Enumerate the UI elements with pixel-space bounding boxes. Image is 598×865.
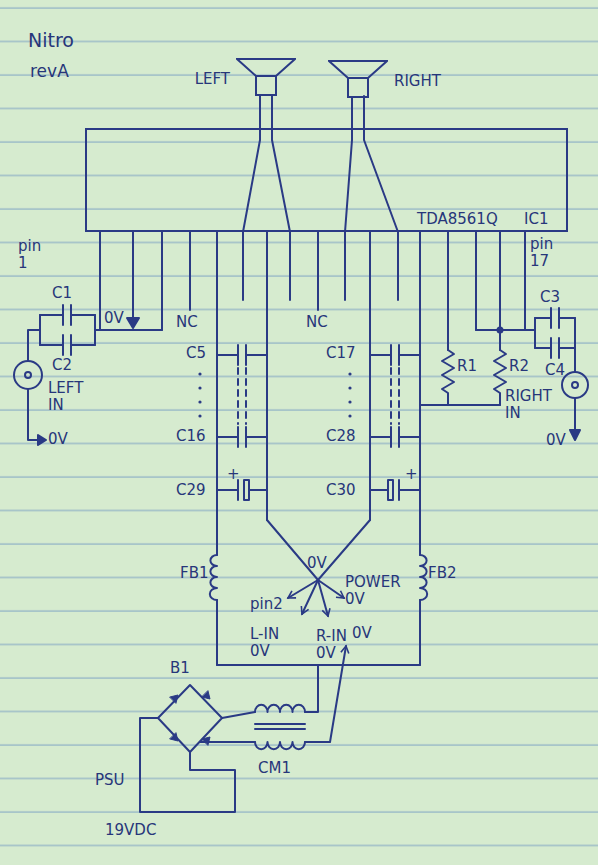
- wire: [217, 665, 420, 712]
- callout-number: C28: [326, 428, 356, 445]
- star-arrow: [302, 580, 318, 614]
- wire: [535, 318, 575, 432]
- pin-join: [95, 329, 162, 331]
- ferrite-bead: [210, 555, 217, 600]
- callout-number: C16: [176, 428, 206, 445]
- capacitor-symbol: [217, 427, 267, 447]
- choke-coil: [255, 742, 305, 749]
- power-label: PSU: [95, 772, 125, 789]
- callout-number: B1: [170, 660, 190, 677]
- speaker-wire: [243, 96, 290, 300]
- speaker-wire: [351, 98, 353, 128]
- capacitor-symbol: [217, 480, 267, 500]
- pin-label: pin2: [250, 596, 283, 613]
- ic-pins: [100, 232, 525, 665]
- callout-number: R1: [457, 358, 477, 375]
- capacitor-symbol: [370, 345, 420, 365]
- callout-number: R2: [509, 358, 529, 375]
- ground-arrow: [38, 435, 46, 445]
- input-jack: [562, 372, 588, 398]
- capacitor-symbol: [217, 345, 267, 365]
- callout-number: C4: [545, 362, 565, 379]
- callout-number: FB2: [428, 565, 456, 582]
- polarity-mark: +: [227, 466, 240, 483]
- ground-label: 0V: [546, 432, 566, 449]
- speaker-outline: [236, 58, 296, 96]
- bridge-rectifier: [158, 685, 222, 752]
- ground-label: 0V: [307, 555, 327, 572]
- callout-number: C30: [326, 482, 356, 499]
- speaker-wire: [259, 96, 261, 128]
- psu-wire: [140, 718, 235, 812]
- resistor-symbol: [494, 350, 506, 405]
- resistor-symbol: [442, 350, 454, 405]
- callout-number: C2: [52, 357, 72, 374]
- signal-name: RIGHT IN: [505, 388, 560, 423]
- signal-name: LEFT IN: [48, 380, 93, 415]
- dashed-repeat: [391, 368, 399, 424]
- pin-label: pin 1: [18, 238, 48, 273]
- input-jack-pin: [25, 372, 31, 378]
- capacitor-symbol: [535, 308, 575, 328]
- ic-body: TDA8561Q IC1: [85, 128, 568, 232]
- callout-number: CM1: [258, 760, 291, 777]
- dashed-repeat: [238, 368, 246, 424]
- input-jack: [14, 361, 42, 389]
- wire: [28, 315, 95, 440]
- capacitor-symbol: [40, 305, 95, 325]
- star-arrow: [318, 580, 328, 616]
- input-jack-pin: [572, 382, 578, 388]
- callout-number: FB1: [180, 565, 208, 582]
- power-label: 19VDC: [105, 822, 156, 839]
- capacitor-plate: [244, 480, 249, 500]
- capacitor-symbol: [535, 338, 575, 358]
- pin-label: NC: [176, 314, 198, 331]
- speaker-outline: [328, 60, 388, 98]
- revision-note: revA: [30, 62, 69, 82]
- callout-number: C29: [176, 482, 206, 499]
- callout-number: C3: [540, 289, 560, 306]
- polarity-mark: +: [405, 466, 418, 483]
- ground-label: 0V: [104, 310, 124, 327]
- ground-label: 0V: [352, 625, 372, 642]
- junction: [498, 328, 503, 333]
- speaker-symbol: LEFT: [236, 58, 296, 96]
- wire: [267, 520, 370, 580]
- part-number: TDA8561Q: [417, 210, 498, 228]
- ground-arrow: [127, 318, 139, 328]
- ground-label: L-IN 0V: [250, 626, 295, 661]
- callout-number: C1: [52, 285, 72, 302]
- pin-label: pin 17: [530, 236, 564, 271]
- capacitor-symbol: [370, 427, 420, 447]
- callout-number: C5: [186, 345, 206, 362]
- capacitor-plate: [388, 480, 393, 500]
- speaker-label: LEFT: [195, 70, 230, 88]
- ground-label: 0V: [48, 431, 68, 448]
- speaker-label: RIGHT: [394, 72, 441, 90]
- callout-number: C17: [326, 345, 356, 362]
- ground-label: POWER 0V: [345, 574, 405, 609]
- repeat-dots: [198, 372, 351, 417]
- choke-core: [255, 724, 305, 729]
- capacitor-symbol: [40, 335, 95, 355]
- pin-label: NC: [306, 314, 328, 331]
- reference-designator: IC1: [524, 210, 548, 228]
- diode-marks: [170, 691, 210, 745]
- speaker-symbol: RIGHT: [328, 60, 388, 98]
- ground-arrow: [570, 430, 580, 440]
- speaker-wire: [345, 96, 398, 300]
- choke-coil: [255, 705, 305, 712]
- ferrite-bead: [420, 555, 427, 600]
- title-note: Nitro: [28, 30, 74, 52]
